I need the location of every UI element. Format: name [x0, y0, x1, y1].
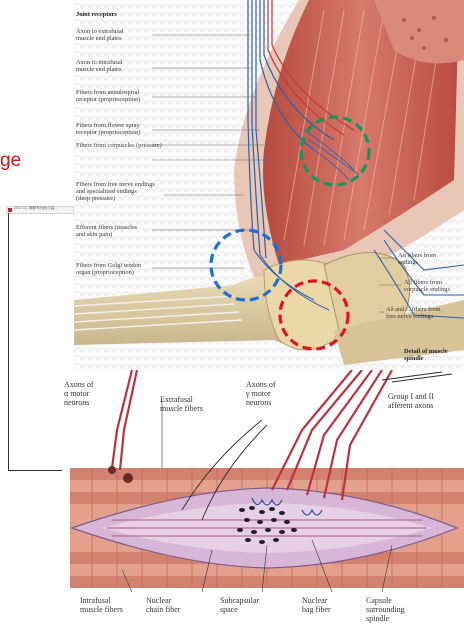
label-golgi-2: organ (proprioception): [76, 269, 134, 276]
label-group-afferent-2: afferent axons: [388, 401, 433, 410]
label-intrafusal: Intrafusal: [80, 596, 111, 605]
label-axon-extrafusal-2: muscle end plates: [76, 35, 121, 42]
side-label-text: ge: [0, 150, 21, 172]
label-axon-intrafusal-2: muscle end plates: [76, 66, 121, 73]
label-flower-spray-2: receptor (proprioception): [76, 129, 140, 136]
thumbnail-icon: [8, 208, 12, 212]
muscle-spindle-illustration: Axons of α motor neurons Extrafusal musc…: [62, 370, 464, 629]
label-right-2b: corpuscle endings: [404, 286, 450, 293]
thumbnail-caption: 2017-01, 關節系列的介紹...: [14, 206, 57, 211]
label-capsule-3: spindle: [366, 614, 389, 623]
label-group-afferent: Group I and II: [388, 392, 434, 401]
label-nuclear-chain-2: chain fiber: [146, 605, 180, 614]
label-corpuscles: Fibers from corpuscles (pressure): [76, 142, 162, 149]
joint-receptors-illustration: Joint receptors Axon to extrafusal muscl…: [74, 0, 464, 375]
label-subcapsular: Subcapsular: [220, 596, 259, 605]
connector-bracket: [8, 213, 65, 471]
label-nuclear-bag: Nuclear: [302, 596, 327, 605]
label-extrafusal-2: muscle fibers: [160, 404, 203, 413]
label-right-3b: free nerve endings: [386, 313, 433, 320]
label-gamma-axons-2: γ motor: [246, 389, 271, 398]
label-intrafusal-2: muscle fibers: [80, 605, 123, 614]
label-alpha-axons-2: α motor: [64, 389, 89, 398]
label-annulospiral-2: receptor (proprioception): [76, 96, 140, 103]
label-gamma-axons: Axons of: [246, 380, 276, 389]
label-alpha-axons: Axons of: [64, 380, 94, 389]
label-nuclear-bag-2: bag fiber: [302, 605, 331, 614]
label-gamma-axons-3: neurons: [246, 398, 271, 407]
label-joint-receptors: Joint receptors: [76, 11, 117, 18]
label-subcapsular-2: space: [220, 605, 238, 614]
label-capsule: Capsule: [366, 596, 392, 605]
label-right-1b: endings: [398, 259, 418, 266]
label-capsule-2: surrounding: [366, 605, 405, 614]
label-extrafusal: Extrafusal: [160, 395, 193, 404]
label-free-nerve-3: (deep pressure): [76, 195, 115, 202]
label-detail-spindle: Detail of muscle spindle: [404, 348, 462, 363]
label-efferent-2: and skin pain): [76, 231, 112, 238]
label-nuclear-chain: Nuclear: [146, 596, 171, 605]
label-alpha-axons-3: neurons: [64, 398, 89, 407]
